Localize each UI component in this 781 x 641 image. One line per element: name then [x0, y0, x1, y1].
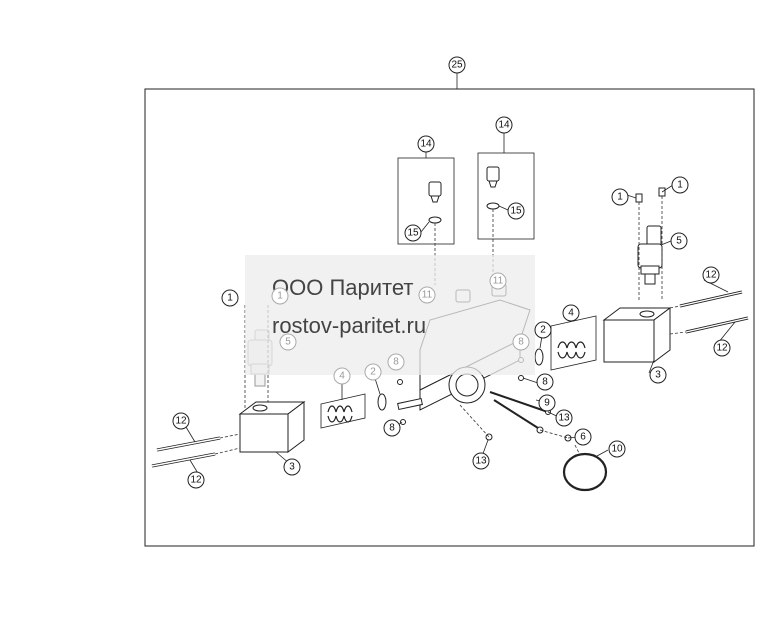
plug-8a	[397, 379, 403, 385]
callout-8-right: 8	[536, 373, 554, 391]
svg-text:2: 2	[540, 325, 546, 336]
cartridge-right	[486, 166, 500, 210]
svg-text:13: 13	[475, 456, 487, 467]
o-ring-large	[562, 452, 608, 492]
callout-13-right: 13	[555, 409, 573, 427]
o-ring-left	[377, 393, 387, 411]
callout-3-right: 3	[649, 366, 667, 384]
plug-8c	[400, 419, 406, 425]
svg-text:4: 4	[568, 308, 574, 319]
tie-rods-right	[679, 290, 749, 334]
callout-14-left: 14	[417, 135, 435, 153]
svg-text:1: 1	[677, 180, 683, 191]
cartridge-left	[428, 181, 442, 224]
svg-text:6: 6	[580, 432, 586, 443]
end-cap-left	[238, 401, 306, 453]
callout-15-right: 15	[507, 202, 525, 220]
callout-2-right: 2	[534, 321, 552, 339]
svg-text:2: 2	[370, 367, 376, 378]
callout-13-bottom: 13	[472, 452, 490, 470]
svg-text:3: 3	[655, 370, 661, 381]
callout-11-right: 11	[489, 272, 507, 290]
o-ring-right	[534, 348, 544, 366]
dash-13-bottom	[459, 404, 490, 438]
inset-box-right	[477, 152, 535, 240]
callout-8-bottom-left: 8	[383, 419, 401, 437]
callout-8-top-right: 8	[512, 333, 530, 351]
solenoid-right	[637, 225, 663, 285]
callout-12-right-b: 12	[713, 339, 731, 357]
svg-text:15: 15	[407, 228, 419, 239]
callout-6: 6	[574, 428, 592, 446]
dash-rod-left-a	[219, 433, 241, 439]
svg-text:11: 11	[422, 290, 433, 301]
callout-5-left: 5	[279, 333, 297, 351]
callout-12-left-a: 12	[172, 412, 190, 430]
svg-text:12: 12	[175, 416, 187, 427]
svg-text:5: 5	[676, 236, 682, 247]
callout-25: 25	[448, 56, 466, 74]
callout-4-left: 4	[333, 367, 351, 385]
callout-1-left-a: 1	[221, 289, 239, 307]
dash-rod-right-b	[669, 331, 687, 335]
svg-text:1: 1	[617, 192, 623, 203]
dash-rod-right-a	[669, 305, 681, 309]
svg-text:8: 8	[393, 357, 399, 368]
svg-text:12: 12	[190, 475, 202, 486]
svg-text:4: 4	[339, 371, 345, 382]
watermark-company: ООО Паритет	[272, 275, 413, 300]
callout-5-right: 5	[670, 232, 688, 250]
svg-text:13: 13	[558, 413, 570, 424]
tie-rods-left	[151, 436, 221, 468]
callout-2-left: 2	[364, 363, 382, 381]
svg-text:12: 12	[705, 270, 717, 281]
callout-3-left: 3	[283, 458, 301, 476]
svg-text:10: 10	[611, 444, 623, 455]
spool-pin-left	[397, 397, 423, 411]
svg-text:5: 5	[285, 337, 291, 348]
svg-text:14: 14	[420, 139, 432, 150]
svg-text:12: 12	[716, 343, 728, 354]
plug-8d	[518, 375, 524, 381]
callout-14-right: 14	[495, 116, 513, 134]
end-cap-right	[602, 307, 672, 363]
callout-11-left: 11	[418, 286, 436, 304]
bolt-right-a	[635, 193, 643, 203]
callout-12-right-a: 12	[702, 266, 720, 284]
svg-text:1: 1	[227, 293, 233, 304]
svg-text:25: 25	[451, 60, 463, 71]
watermark-panel	[245, 255, 535, 375]
callout-8-top-left: 8	[387, 353, 405, 371]
callout-4-right: 4	[562, 304, 580, 322]
svg-text:8: 8	[389, 423, 395, 434]
svg-text:14: 14	[498, 120, 510, 131]
callout-12-left-b: 12	[187, 471, 205, 489]
svg-text:15: 15	[510, 206, 522, 217]
spring-inset-left	[320, 393, 366, 429]
diagram-frame	[144, 88, 755, 547]
svg-text:9: 9	[544, 398, 550, 409]
callout-10: 10	[608, 440, 626, 458]
svg-text:11: 11	[493, 276, 504, 287]
callout-9: 9	[538, 394, 556, 412]
dash-6	[539, 429, 569, 439]
svg-text:3: 3	[289, 462, 295, 473]
spring-inset-right	[550, 315, 597, 371]
svg-text:8: 8	[542, 377, 548, 388]
callout-15-left: 15	[404, 224, 422, 242]
dash-rod-left-b	[214, 447, 241, 455]
watermark-site: rostov-paritet.ru	[272, 313, 426, 338]
svg-text:1: 1	[277, 291, 283, 302]
callout-1-right-b: 1	[671, 176, 689, 194]
callout-1-left-b: 1	[271, 287, 289, 305]
svg-text:8: 8	[518, 337, 524, 348]
dash-10	[574, 444, 581, 456]
callout-1-right-a: 1	[611, 188, 629, 206]
